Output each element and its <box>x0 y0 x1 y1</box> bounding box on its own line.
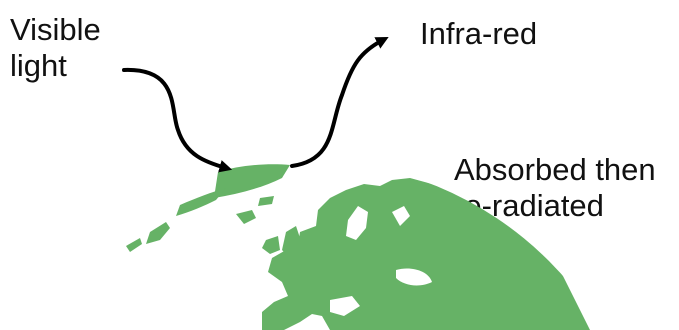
incoming-light-arrow <box>122 67 233 173</box>
rim-land-strip <box>126 238 142 252</box>
island-britain <box>282 226 300 258</box>
outgoing-infrared-arrow <box>290 37 389 168</box>
inner-sea <box>330 296 360 316</box>
infra-red-label: Infra-red <box>420 16 538 51</box>
rim-land-strip <box>214 164 290 198</box>
inner-sea <box>396 268 432 286</box>
absorbed-reradiated-label: Absorbed then re-radiated <box>454 152 656 223</box>
island-iceland <box>236 210 256 224</box>
visible-light-label: Visible light <box>10 12 101 83</box>
continent-landmass <box>262 178 590 330</box>
rim-land-strip <box>176 188 226 216</box>
inner-sea <box>346 206 368 240</box>
island-ireland <box>262 236 280 254</box>
rim-land-strip <box>146 222 170 244</box>
inner-sea <box>392 206 410 226</box>
earth-globe-icon <box>126 164 590 330</box>
rim-island <box>258 196 274 206</box>
